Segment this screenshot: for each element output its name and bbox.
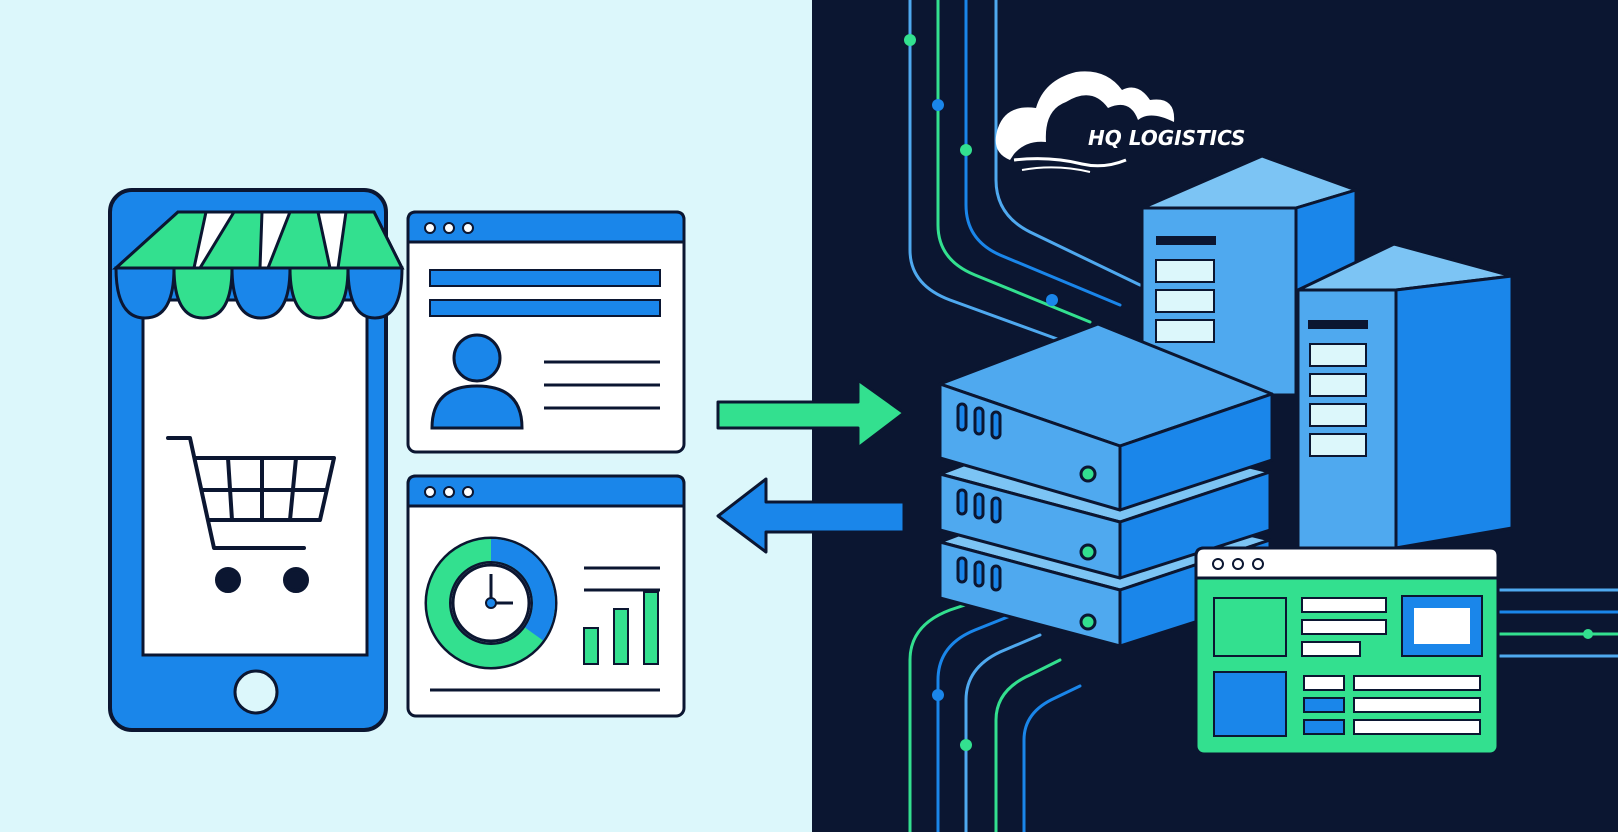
left-arrow-icon xyxy=(716,477,906,554)
brand-logo: HQ LOGISTICS xyxy=(995,71,1245,173)
right-arrow-icon xyxy=(716,378,906,450)
storefront-phone-icon xyxy=(108,188,405,732)
user-profile-window-icon xyxy=(406,210,686,454)
brand-name: HQ LOGISTICS xyxy=(1088,126,1245,150)
circuit-lines xyxy=(908,0,1618,832)
shopping-cart-icon xyxy=(166,436,336,593)
circuit-nodes xyxy=(904,34,1593,751)
clock-donut-chart-window-icon xyxy=(406,474,686,718)
dashboard-window-icon xyxy=(1194,546,1500,756)
cloud-logo-icon xyxy=(995,71,1175,173)
tower-server-icon-right xyxy=(1296,242,1514,550)
awning xyxy=(112,210,405,320)
